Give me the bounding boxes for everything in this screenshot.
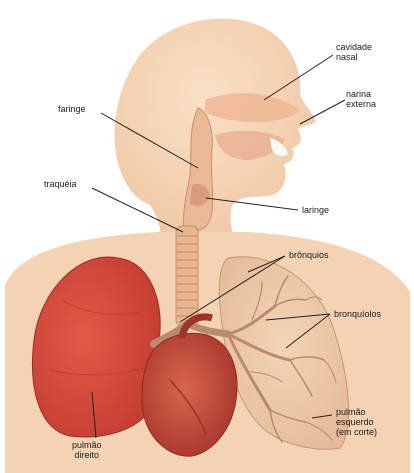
label-bronquios: brônquios: [289, 250, 329, 260]
trachea: [176, 226, 198, 326]
label-cavidade-nasal: cavidade nasal: [336, 42, 372, 62]
label-narina-externa: narina externa: [346, 89, 376, 109]
label-traqueia: traquéia: [44, 179, 77, 189]
label-laringe: laringe: [302, 205, 329, 215]
label-bronquiolos: bronquíolos: [334, 309, 381, 319]
label-pulmao-esquerdo: pulmão esquerdo (em corte): [336, 407, 377, 437]
label-faringe: faringe: [58, 104, 86, 114]
label-pulmao-direito: pulmão direito: [72, 440, 102, 460]
